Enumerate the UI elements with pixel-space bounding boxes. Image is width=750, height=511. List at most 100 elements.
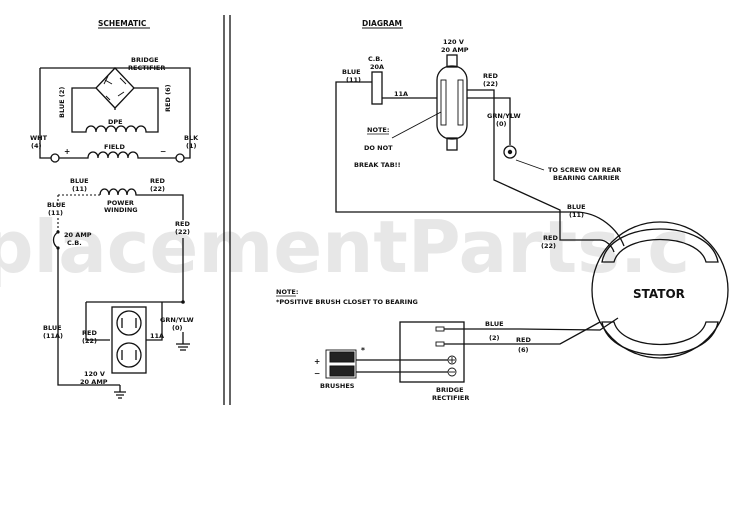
diagram-grn-ylw-wire bbox=[467, 97, 511, 145]
schematic-blue2-label: BLUE (2) bbox=[58, 87, 66, 118]
diagram-stator-wire-blue bbox=[574, 211, 625, 247]
diagram-note-label-1: NOTE: bbox=[367, 126, 389, 134]
diagram-red22-num: (22) bbox=[483, 80, 498, 88]
diagram-stator bbox=[591, 221, 729, 359]
schematic-outer-loop bbox=[39, 67, 191, 155]
diagram-red22-wire bbox=[467, 89, 600, 241]
schematic-outlet-label-2: 20 AMP bbox=[80, 378, 108, 386]
schematic-blue11a-label: BLUE bbox=[43, 324, 62, 332]
diagram-brush-minus: − bbox=[314, 369, 320, 378]
diagram-note-label-2: DO NOT bbox=[364, 144, 393, 152]
diagram-rectifier-terminals bbox=[435, 326, 457, 377]
schematic-11a-label: 11A bbox=[150, 332, 164, 340]
diagram-ground-screw bbox=[503, 145, 517, 159]
schematic-power-winding-label-1: POWER bbox=[107, 199, 134, 207]
schematic-wht-label: WHT bbox=[30, 134, 48, 142]
diagram-screw-leader bbox=[515, 159, 545, 171]
diagram-outlet-label-2: 20 AMP bbox=[441, 46, 469, 54]
schematic-blk-label: BLK bbox=[184, 134, 199, 142]
diagram-blue2-label: BLUE bbox=[485, 320, 504, 328]
schematic-red-mid-num: (22) bbox=[82, 337, 97, 345]
watermark: placementParts.c bbox=[0, 205, 690, 289]
schematic-bridge-wires bbox=[40, 67, 159, 118]
schematic-field-terminal-right bbox=[175, 153, 185, 163]
schematic-ground-symbol bbox=[176, 332, 190, 351]
diagram-bridge-rectifier-box bbox=[399, 321, 465, 383]
diagram-outlet-label-1: 120 V bbox=[443, 38, 464, 46]
diagram-blue11b-label: BLUE bbox=[567, 203, 586, 211]
diagram-ground-screw-center bbox=[507, 149, 513, 155]
schematic-field-plus: + bbox=[64, 147, 70, 156]
diagram-red6-label: RED bbox=[516, 336, 531, 344]
diagram-grn-ylw-num: (0) bbox=[496, 120, 506, 128]
diagram-note2-label-2: *POSITIVE BRUSH CLOSET TO BEARING bbox=[276, 298, 418, 306]
diagram-note-label-3: BREAK TAB!! bbox=[354, 161, 401, 169]
schematic-field-terminal-left bbox=[50, 153, 60, 163]
schematic-blue11a-num: (11A) bbox=[43, 332, 63, 340]
schematic-blue-top-num: (11) bbox=[72, 185, 87, 193]
diagram-red22b-num: (22) bbox=[541, 242, 556, 250]
schematic-red-mid-label: RED bbox=[82, 329, 97, 337]
schematic-field-label: FIELD bbox=[104, 143, 125, 151]
schematic-wht-num: (4) bbox=[31, 142, 41, 150]
diagram-bridge-label-2: RECTIFIER bbox=[432, 394, 469, 402]
diagram-brush-wires bbox=[356, 359, 448, 373]
schematic-bridge-rectifier bbox=[95, 67, 135, 109]
schematic-circuit-breaker bbox=[52, 231, 59, 249]
schematic-grn-ylw-num: (0) bbox=[172, 324, 182, 332]
diagram-brushes bbox=[325, 349, 357, 379]
diagram-outlet bbox=[436, 54, 468, 151]
diagram-circuit-breaker bbox=[371, 71, 383, 105]
schematic-section: SCHEMATIC BRIDGE RECTIFIER BLUE (2) RED … bbox=[30, 19, 199, 399]
schematic-blue-top-label: BLUE bbox=[70, 177, 89, 185]
schematic-title: SCHEMATIC bbox=[98, 19, 147, 28]
schematic-dpe-coil bbox=[71, 118, 159, 133]
schematic-field-coil bbox=[39, 151, 191, 159]
schematic-red-top-label: RED bbox=[150, 177, 165, 185]
diagram-blue2-num: (2) bbox=[489, 334, 499, 342]
schematic-dpe-label: DPE bbox=[108, 118, 123, 126]
schematic-power-winding-label-2: WINDING bbox=[104, 206, 138, 214]
schematic-red6-label: RED (6) bbox=[164, 84, 172, 112]
diagram-blue11-num: (11) bbox=[346, 76, 361, 84]
diagram-section: DIAGRAM C.B. 20A BLUE (11) 11A 120 V 20 … bbox=[276, 19, 729, 402]
diagram-stator-wire-red bbox=[599, 239, 615, 253]
diagram-blue11-wire bbox=[335, 81, 575, 213]
schematic-bridge-label-1: BRIDGE bbox=[131, 56, 159, 64]
schematic-left-wire-b bbox=[57, 248, 120, 386]
schematic-winding-wire-left bbox=[57, 194, 100, 205]
diagram-title: DIAGRAM bbox=[362, 19, 402, 28]
schematic-field-minus: − bbox=[160, 147, 166, 156]
schematic-outlet-wires bbox=[85, 302, 163, 341]
schematic-outlet-ground bbox=[114, 385, 126, 399]
schematic-blue-left-label: BLUE bbox=[47, 201, 66, 209]
schematic-blk-num: (1) bbox=[186, 142, 196, 150]
diagram-red6-num: (6) bbox=[518, 346, 528, 354]
diagram-note-leader bbox=[391, 111, 442, 139]
schematic-cb-label-1: 20 AMP bbox=[64, 231, 92, 239]
diagram-brush-star: * bbox=[361, 346, 365, 355]
diagram-cb-label-1: C.B. bbox=[368, 55, 383, 63]
schematic-outlet bbox=[111, 306, 147, 374]
diagram-stator-label: STATOR bbox=[633, 287, 685, 301]
schematic-breaker-dot-top bbox=[56, 230, 60, 234]
schematic-cb-label-2: C.B. bbox=[67, 239, 82, 247]
diagram-note2-label-1: NOTE: bbox=[276, 288, 298, 296]
schematic-outlet-label-1: 120 V bbox=[84, 370, 105, 378]
schematic-power-winding bbox=[99, 188, 184, 220]
diagram-red6-wire bbox=[444, 321, 601, 345]
diagram-screw-label-1: TO SCREW ON REAR bbox=[548, 166, 621, 174]
diagram-brush-plus: + bbox=[314, 357, 320, 366]
diagram-grn-ylw-label: GRN/YLW bbox=[487, 112, 521, 120]
diagram-cb-label-2: 20A bbox=[370, 63, 384, 71]
diagram-11a-label: 11A bbox=[394, 90, 408, 98]
schematic-red-top-num: (22) bbox=[150, 185, 165, 193]
diagram-blue11b-num: (11) bbox=[569, 211, 584, 219]
diagram-blue11-label: BLUE bbox=[342, 68, 361, 76]
diagram-blue2-wire bbox=[444, 317, 619, 331]
diagram-screw-label-2: BEARING CARRIER bbox=[553, 174, 620, 182]
schematic-blue-left-num: (11) bbox=[48, 209, 63, 217]
schematic-red-right-num: (22) bbox=[175, 228, 190, 236]
